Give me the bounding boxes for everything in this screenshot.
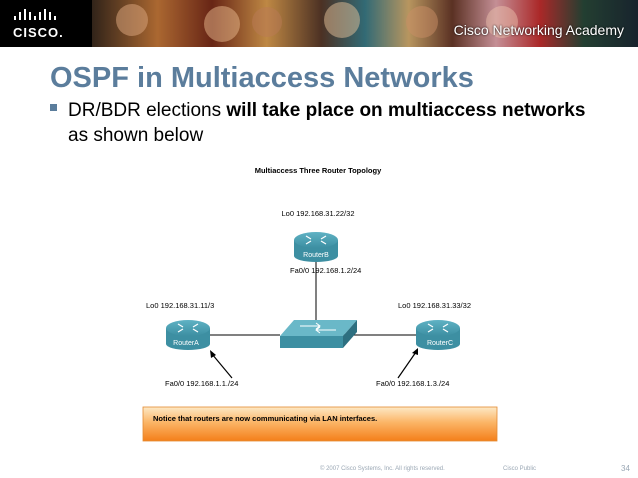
bullet-text-plain: DR/BDR elections xyxy=(68,100,227,121)
header-photo-strip xyxy=(92,0,638,47)
bullet-text-tail: as shown below xyxy=(68,125,204,146)
notice-text: Notice that routers are now communicatin… xyxy=(153,414,377,423)
header-banner: CISCO. Cisco Netw xyxy=(0,0,638,47)
footer-copyright: © 2007 Cisco Systems, Inc. All rights re… xyxy=(320,466,445,472)
cisco-logo: CISCO. xyxy=(0,0,92,47)
diagram-title: Multiaccess Three Router Topology xyxy=(255,166,382,175)
cisco-bars-icon xyxy=(14,9,56,20)
switch-icon xyxy=(280,320,357,348)
page-number: 34 xyxy=(621,464,630,473)
routerC-fa-address: Fa0/0 192.168.1.3./24 xyxy=(376,379,449,388)
routerC-icon xyxy=(416,320,460,350)
academy-wordmark: Cisco Networking Academy xyxy=(453,22,624,38)
routerC-arrow-icon xyxy=(397,351,417,379)
routerA-icon xyxy=(166,320,210,350)
bullet-point: DR/BDR elections will take place on mult… xyxy=(68,98,588,148)
notice-box xyxy=(142,406,498,442)
bullet-icon xyxy=(50,104,57,111)
routerB-loopback: Lo0 192.168.31.22/32 xyxy=(282,209,355,218)
cisco-logo-text: CISCO. xyxy=(13,25,64,40)
routerB-label: RouterB xyxy=(303,252,329,259)
routerA-arrow-icon xyxy=(211,353,233,379)
routerA-fa-address: Fa0/0 192.168.1.1./24 xyxy=(165,379,238,388)
bullet-text-bold: will take place on multiaccess networks xyxy=(226,100,586,121)
routerA-loopback: Lo0 192.168.31.11/3 xyxy=(146,301,214,310)
routerB-fa-address: Fa0/0 192.168.1.2/24 xyxy=(290,266,361,275)
routerA-label: RouterA xyxy=(173,340,199,347)
footer-classification: Cisco Public xyxy=(503,466,537,472)
routerC-loopback: Lo0 192.168.31.33/32 xyxy=(398,301,471,310)
slide-title: OSPF in Multiaccess Networks xyxy=(50,62,474,94)
routerC-label: RouterC xyxy=(427,340,453,347)
routerB-icon xyxy=(294,232,338,262)
